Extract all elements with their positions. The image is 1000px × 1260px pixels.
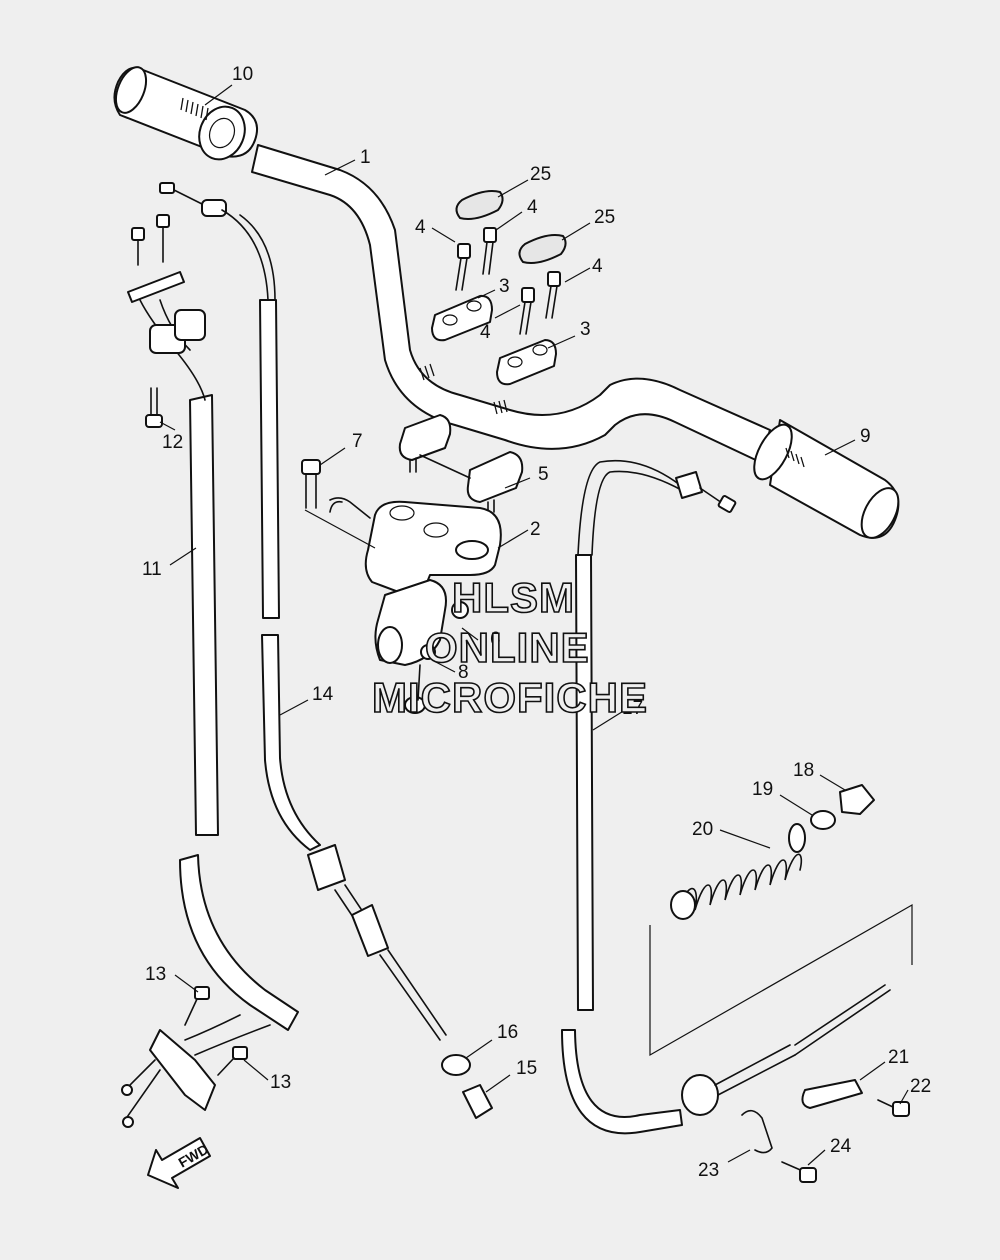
callout-5: 5 [538, 464, 549, 485]
nut-18[interactable] [839, 784, 875, 815]
bolt-24[interactable] [781, 1161, 817, 1183]
bolt-12[interactable] [145, 387, 163, 428]
callout-1: 1 [360, 147, 371, 168]
switch-body[interactable] [374, 579, 469, 714]
spring-bracket-line [649, 903, 913, 1057]
callout-25a: 25 [530, 164, 551, 185]
brake-cable-17[interactable] [561, 459, 891, 1135]
callout-6: 6 [490, 629, 501, 650]
adjuster-15[interactable] [462, 1084, 493, 1119]
callout-13b: 13 [270, 1072, 291, 1093]
callout-4d: 4 [592, 256, 603, 277]
spring-20[interactable] [670, 823, 806, 920]
left-grip[interactable] [110, 63, 258, 166]
nut-16[interactable] [441, 1054, 471, 1076]
callout-16: 16 [497, 1022, 518, 1043]
throttle-grip[interactable] [747, 419, 906, 544]
callout-18: 18 [793, 760, 814, 781]
lever-bracket[interactable] [329, 497, 502, 601]
callout-4a: 4 [415, 217, 426, 238]
clutch-cable-14[interactable] [221, 209, 447, 1041]
cap-25a[interactable] [455, 190, 504, 220]
bolt-4a[interactable] [455, 243, 471, 291]
bolt-4c[interactable] [519, 287, 535, 335]
bracket-21[interactable] [801, 1079, 863, 1109]
callouts: 1 2 3 3 4 4 4 4 5 6 7 8 9 10 11 12 13 13… [142, 64, 931, 1181]
callout-23: 23 [698, 1160, 719, 1181]
callout-11: 11 [142, 559, 162, 580]
callout-2: 2 [530, 519, 541, 540]
bolt-4d[interactable] [545, 271, 561, 319]
callout-22: 22 [910, 1076, 931, 1097]
watermark: HLSM ONLINE MICROFICHE [371, 573, 648, 722]
callout-19: 19 [752, 779, 773, 800]
clip-23[interactable] [741, 1109, 773, 1154]
throttle-cable-11[interactable] [139, 299, 299, 1056]
bolt-4b[interactable] [482, 227, 497, 275]
callout-20: 20 [692, 819, 713, 840]
watermark-line-3: MICROFICHE [372, 674, 648, 721]
cable-bracket-bottom[interactable] [121, 1029, 216, 1128]
cable-end-top[interactable] [159, 182, 227, 217]
callout-3a: 3 [499, 276, 510, 297]
leader-lines [159, 84, 909, 1166]
callout-25b: 25 [594, 207, 615, 228]
callout-4c: 4 [480, 322, 491, 343]
callout-7: 7 [352, 431, 363, 452]
upper-holder-right[interactable] [496, 339, 557, 386]
callout-4b: 4 [527, 197, 538, 218]
callout-12: 12 [162, 432, 183, 453]
watermark-line-2: ONLINE [425, 624, 590, 671]
lower-holder[interactable] [398, 414, 524, 513]
callout-8: 8 [458, 662, 469, 683]
callout-14: 14 [312, 684, 334, 705]
callout-15: 15 [516, 1058, 537, 1079]
upper-holder-left[interactable] [431, 294, 493, 342]
callout-9: 9 [860, 426, 871, 447]
callout-13a: 13 [145, 964, 166, 985]
collar-19[interactable] [810, 810, 836, 830]
handlebar[interactable] [251, 144, 771, 463]
callout-17: 17 [622, 698, 643, 719]
bolt-7[interactable] [301, 459, 376, 549]
bolt-13b[interactable] [217, 1046, 248, 1076]
callout-10: 10 [232, 64, 253, 85]
cap-25b[interactable] [518, 234, 567, 264]
bolt-22[interactable] [877, 1099, 910, 1117]
cable-fitting-left[interactable] [127, 214, 206, 354]
callout-3b: 3 [580, 319, 591, 340]
callout-21: 21 [888, 1047, 909, 1068]
watermark-line-1: HLSM [452, 574, 575, 621]
fwd-arrow: FWD [147, 1137, 211, 1189]
callout-24: 24 [830, 1136, 852, 1157]
bolt-13a[interactable] [184, 986, 210, 1026]
